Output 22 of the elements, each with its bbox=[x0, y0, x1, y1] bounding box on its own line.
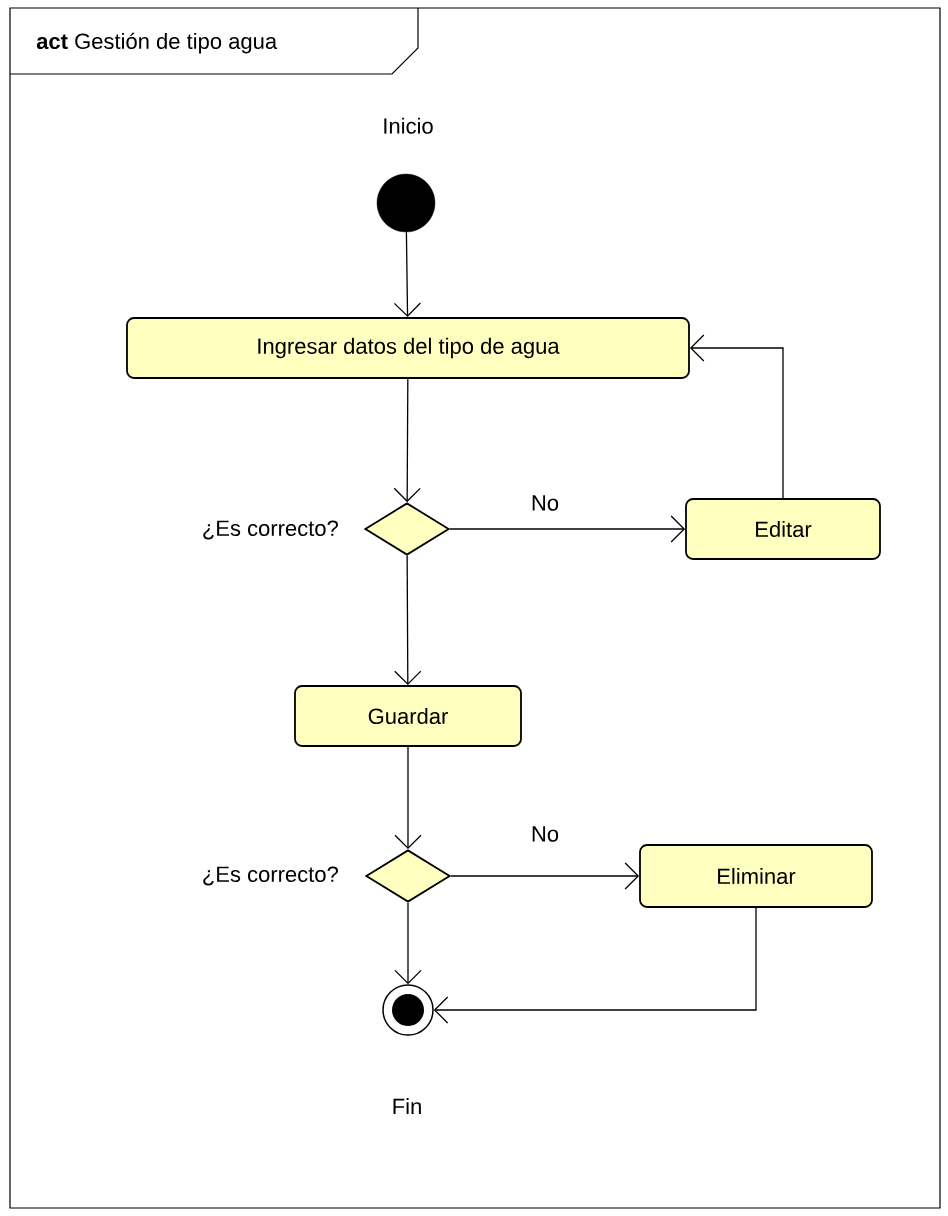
diagram-title: act Gestión de tipo agua bbox=[36, 32, 278, 54]
node-label: Fin bbox=[393, 1098, 421, 1114]
action-box: Guardar bbox=[294, 685, 522, 747]
arrow bbox=[433, 907, 757, 1024]
edge-label: No bbox=[532, 495, 559, 511]
arrow bbox=[450, 862, 640, 890]
edge-label: No bbox=[532, 826, 559, 842]
action-box: Ingresar datos del tipo de agua bbox=[126, 317, 690, 379]
start-node bbox=[376, 173, 436, 233]
arrow bbox=[394, 555, 422, 686]
action-box: Eliminar bbox=[639, 844, 873, 908]
node-label: ¿Es correcto? bbox=[203, 866, 338, 886]
arrow bbox=[449, 515, 686, 543]
node-label: Inicio bbox=[384, 117, 433, 134]
arrow bbox=[689, 334, 784, 499]
arrow bbox=[393, 231, 422, 318]
action-box: Editar bbox=[685, 498, 881, 560]
node-label: ¿Es correcto? bbox=[203, 520, 338, 540]
arrow bbox=[393, 378, 421, 503]
end-node bbox=[382, 984, 434, 1036]
arrow bbox=[394, 902, 422, 985]
arrow bbox=[394, 746, 422, 850]
